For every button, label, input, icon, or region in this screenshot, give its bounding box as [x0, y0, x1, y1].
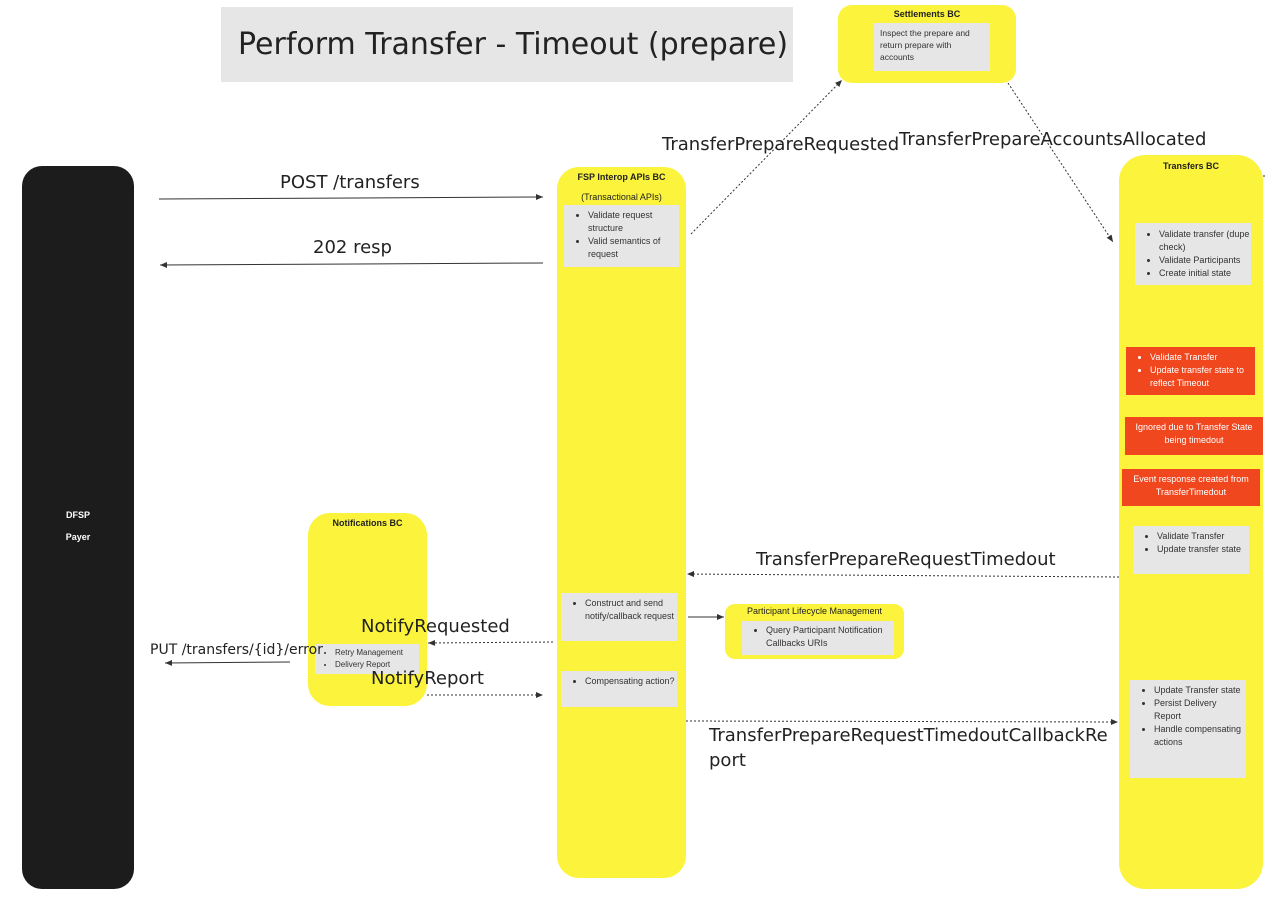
callback-report-arrow [685, 718, 1119, 725]
prepare-requested-label: TransferPrepareRequested [662, 134, 900, 155]
list-item: Update Transfer state [1154, 684, 1246, 697]
list-item: Validate Transfer [1150, 351, 1255, 364]
timedout-arrow [686, 571, 1120, 578]
put-error-arrow [164, 659, 291, 666]
accounts-allocated-label: TransferPrepareAccountsAllocated [899, 129, 1207, 150]
list-item: Construct and send notify/callback reque… [585, 597, 677, 623]
ignored-text: Ignored due to Transfer State being time… [1135, 422, 1253, 445]
participant-title: Participant Lifecycle Management [746, 606, 883, 616]
notify-report-label: NotifyReport [371, 668, 484, 689]
notify-requested-label: NotifyRequested [361, 616, 510, 637]
fsp-construct-note: Construct and send notify/callback reque… [561, 593, 677, 641]
title-box [221, 7, 793, 82]
list-item: Validate Transfer [1157, 530, 1249, 543]
transfers-title: Transfers BC [1162, 161, 1220, 171]
transfers-validate-note: Validate transfer (dupe check) Validate … [1135, 223, 1251, 285]
participant-lifecycle-lane[interactable]: Participant Lifecycle Management Query P… [725, 604, 904, 659]
transfers-timeout-note: Validate Transfer Update transfer state … [1126, 347, 1255, 395]
callback-report-label-1: TransferPrepareRequestTimedoutCallbackRe [709, 725, 1108, 746]
list-item: Retry Management [335, 647, 419, 659]
list-item: Handle compensating actions [1154, 723, 1246, 749]
post-arrow [158, 194, 544, 201]
resp-label: 202 resp [313, 237, 392, 258]
payer-label: Payer [65, 532, 91, 542]
resp-arrow [159, 261, 544, 268]
list-item: Create initial state [1159, 267, 1251, 280]
page-title: Perform Transfer - Timeout (prepare) [238, 27, 789, 62]
list-item: Delivery Report [335, 659, 419, 671]
transfers-bc-lane[interactable]: Transfers BC Validate transfer (dupe che… [1119, 155, 1263, 889]
transfers-validate2-note: Validate Transfer Update transfer state [1133, 526, 1249, 574]
transfers-event-note: Event response created from TransferTime… [1122, 469, 1260, 506]
list-item: Validate transfer (dupe check) [1159, 228, 1251, 254]
list-item: Validate Participants [1159, 254, 1251, 267]
notifications-bc-lane[interactable]: Notifications BC Retry Management Delive… [308, 513, 427, 706]
list-item: Validate request structure [588, 209, 679, 235]
notifications-note: Retry Management Delivery Report [315, 644, 419, 674]
dfsp-label: DFSP [65, 510, 90, 520]
list-item: Compensating action? [585, 675, 677, 688]
list-item: Update transfer state [1157, 543, 1249, 556]
transfers-update-note: Update Transfer state Persist Delivery R… [1130, 680, 1246, 778]
fsp-interop-subtitle: (Transactional APIs) [581, 192, 662, 202]
list-item: Persist Delivery Report [1154, 697, 1246, 723]
post-transfers-label: POST /transfers [280, 172, 420, 193]
notifications-title: Notifications BC [332, 518, 403, 528]
timedout-label: TransferPrepareRequestTimedout [756, 549, 1056, 570]
settlements-title: Settlements BC [893, 9, 961, 19]
settlements-bc-lane[interactable]: Settlements BC Inspect the prepare and r… [838, 5, 1016, 83]
fsp-compensating-note: Compensating action? [561, 671, 677, 707]
list-item: Update transfer state to reflect Timeout [1150, 364, 1255, 390]
fsp-validate-note: Validate request structure Valid semanti… [564, 205, 679, 267]
event-text: Event response created from TransferTime… [1133, 474, 1249, 497]
dfsp-payer-lane[interactable]: DFSP Payer [22, 166, 134, 889]
callback-report-label-2: port [709, 750, 746, 771]
notify-requested-arrow [427, 639, 554, 646]
settlements-note: Inspect the prepare and return prepare w… [874, 23, 990, 71]
participant-note: Query Participant Notification Callbacks… [742, 621, 894, 655]
accounts-allocated-arrow [1007, 82, 1114, 243]
prepare-requested-arrow [690, 79, 843, 235]
fsp-interop-title: FSP Interop APIs BC [577, 172, 666, 182]
fsp-interop-apis-lane[interactable]: FSP Interop APIs BC (Transactional APIs)… [557, 167, 686, 878]
list-item: Query Participant Notification Callbacks… [766, 624, 894, 650]
transfers-ignored-note: Ignored due to Transfer State being time… [1125, 417, 1263, 455]
put-error-label: PUT /transfers/{id}/error [150, 642, 323, 658]
list-item: Valid semantics of request [588, 235, 679, 261]
settlements-note-text: Inspect the prepare and return prepare w… [880, 28, 970, 62]
